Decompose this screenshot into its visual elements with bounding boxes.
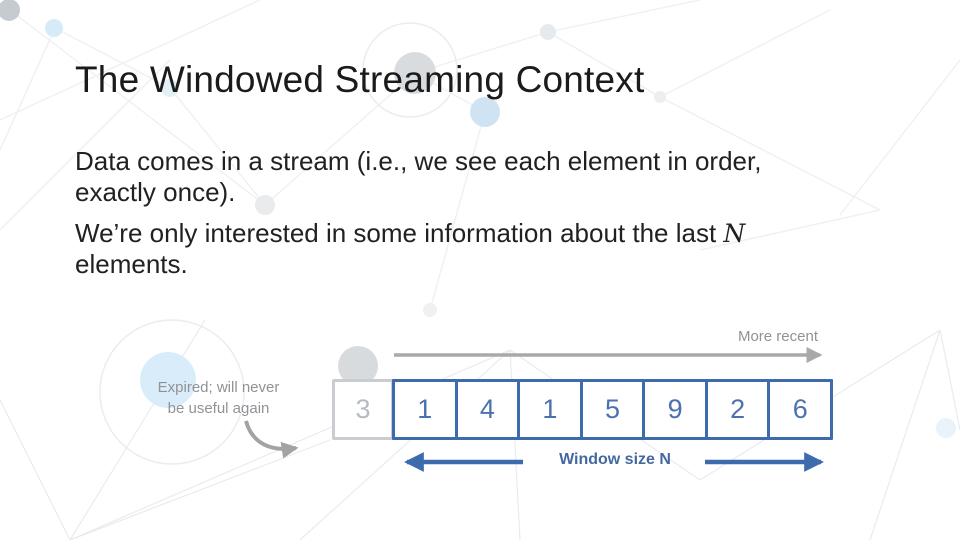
body-line: Data comes in a stream (i.e., we see eac… <box>75 146 762 176</box>
node-hex-gray <box>0 0 20 21</box>
node-gray-boxcorner <box>338 346 378 386</box>
window-cell: 2 <box>704 379 771 440</box>
node-blue-small <box>45 19 63 37</box>
ring-top <box>362 22 458 118</box>
node-blue-corner <box>936 418 956 438</box>
node-gray-dot <box>255 195 275 215</box>
body-line: We’re only interested in some informatio… <box>75 218 855 249</box>
expired-caption-line: be useful again <box>167 400 270 417</box>
node-gray-dot <box>540 24 556 40</box>
expired-caption: Expired; will never be useful again <box>131 377 306 419</box>
window-cell: 9 <box>642 379 708 440</box>
body-paragraph-2: We’re only interested in some informatio… <box>75 218 855 280</box>
node-gray-dot <box>654 91 666 103</box>
window-cell: 4 <box>454 379 521 440</box>
ring-left <box>99 319 245 465</box>
window-cell: 1 <box>517 379 583 440</box>
window-size-symbol-n: N <box>659 451 671 468</box>
window-cell: 5 <box>579 379 646 440</box>
window-cell: 6 <box>767 379 834 440</box>
body-line-text: We’re only interested in some informatio… <box>75 218 724 248</box>
more-recent-label: More recent <box>737 328 818 345</box>
expired-caption-line: Expired; will never <box>157 379 280 396</box>
body-line: exactly once). <box>75 177 236 207</box>
window-cell: 1 <box>392 379 458 440</box>
network-nodes <box>0 0 956 465</box>
node-blue-left <box>140 352 196 408</box>
node-gray-title <box>394 52 436 94</box>
node-gray-dot <box>423 303 437 317</box>
slide-title: The Windowed Streaming Context <box>75 59 645 100</box>
body-line: elements. <box>75 249 188 279</box>
math-symbol-n: N <box>723 219 746 248</box>
window-size-text: Window size <box>559 451 660 468</box>
node-blue-title <box>470 97 500 127</box>
stream-window: 1 4 1 5 9 2 6 <box>392 379 834 440</box>
body-text-block: Data comes in a stream (i.e., we see eac… <box>75 146 855 290</box>
expired-cell: 3 <box>332 379 394 440</box>
node-gray-faint <box>161 79 179 97</box>
body-paragraph-1: Data comes in a stream (i.e., we see eac… <box>75 146 855 208</box>
window-size-label: Window size N <box>525 451 705 469</box>
